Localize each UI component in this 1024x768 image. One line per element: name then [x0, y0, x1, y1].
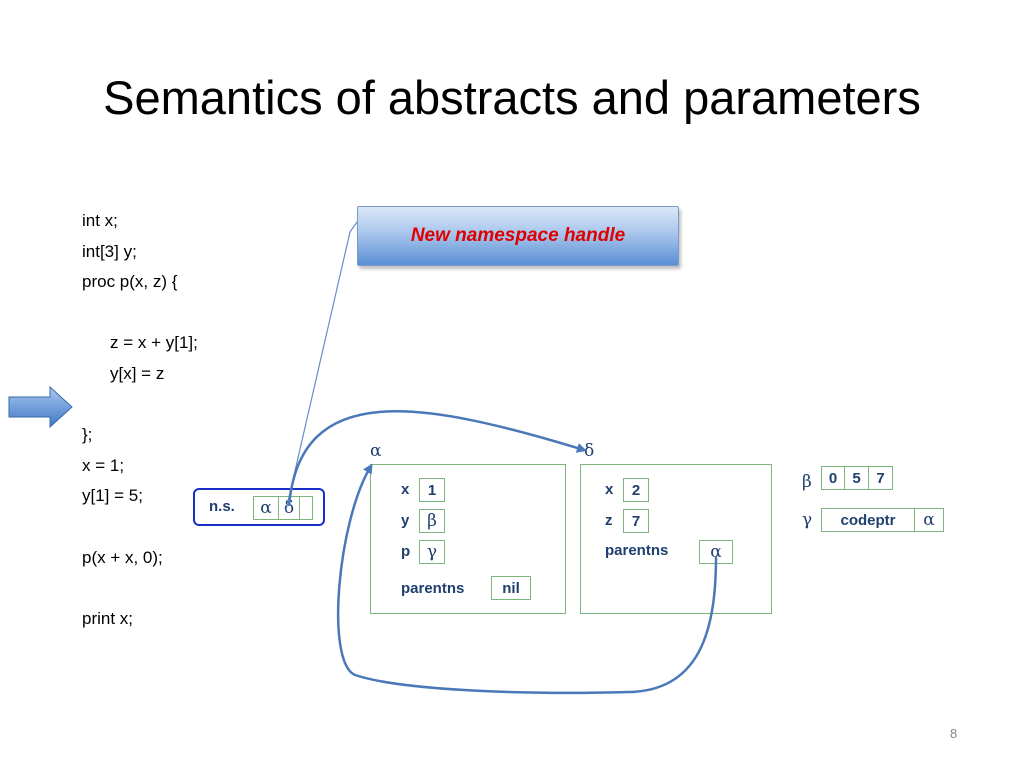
code-line: int x;	[82, 211, 118, 230]
frame-alpha-value: γ	[419, 540, 445, 564]
beta-array-name: β	[802, 472, 812, 492]
link-delta-parent-to-alpha	[336, 463, 718, 695]
frame-delta-key: z	[605, 512, 613, 529]
code-line: proc p(x, z) {	[82, 272, 178, 292]
beta-array-cell: 7	[868, 466, 893, 490]
code-line: int[3] y;	[82, 241, 137, 261]
frame-delta-value: 7	[623, 509, 649, 533]
callout-box: New namespace handle	[357, 206, 679, 266]
frame-alpha-name: α	[370, 441, 382, 461]
slide-title: Semantics of abstracts and parameters	[103, 71, 921, 124]
beta-array-cell: 0	[821, 466, 845, 490]
namespace-handle-label: n.s.	[209, 498, 235, 515]
code-line: print x;	[82, 608, 134, 628]
frame-alpha	[370, 464, 566, 614]
frame-alpha-value: nil	[491, 576, 531, 600]
frame-alpha-key: parentns	[401, 580, 465, 597]
frame-delta-value: 2	[623, 478, 649, 502]
code-line: z = x + y[1];	[110, 333, 198, 353]
code-line: y[x] = z	[110, 363, 165, 383]
frame-alpha-value: β	[419, 509, 445, 533]
callout-text: New namespace handle	[410, 225, 626, 246]
namespace-slot-empty	[299, 496, 313, 520]
link-ns-to-delta	[287, 410, 587, 507]
gamma-closure-env: α	[914, 508, 944, 532]
frame-delta	[580, 464, 772, 614]
callout-pointer-line	[285, 221, 358, 511]
current-line-arrow-icon	[8, 385, 73, 429]
code-line: x = 1;	[82, 455, 125, 475]
frame-delta-name: δ	[584, 441, 595, 461]
frame-alpha-key: p	[401, 543, 411, 560]
frame-alpha-value: 1	[419, 478, 445, 502]
frame-delta-key: x	[605, 481, 614, 498]
code-line: };	[82, 425, 93, 445]
code-line: y[1] = 5;	[82, 486, 143, 506]
page-number: 8	[950, 726, 958, 741]
gamma-closure-name: γ	[802, 510, 813, 530]
code-line: p(x + x, 0);	[82, 547, 163, 567]
frame-alpha-key: y	[401, 512, 410, 529]
frame-alpha-key: x	[401, 481, 410, 498]
gamma-closure-code: codeptr	[821, 508, 915, 532]
code-listing: int x; int[3] y; proc p(x, z) { z = x + …	[82, 206, 198, 634]
frame-delta-key: parentns	[605, 542, 669, 559]
